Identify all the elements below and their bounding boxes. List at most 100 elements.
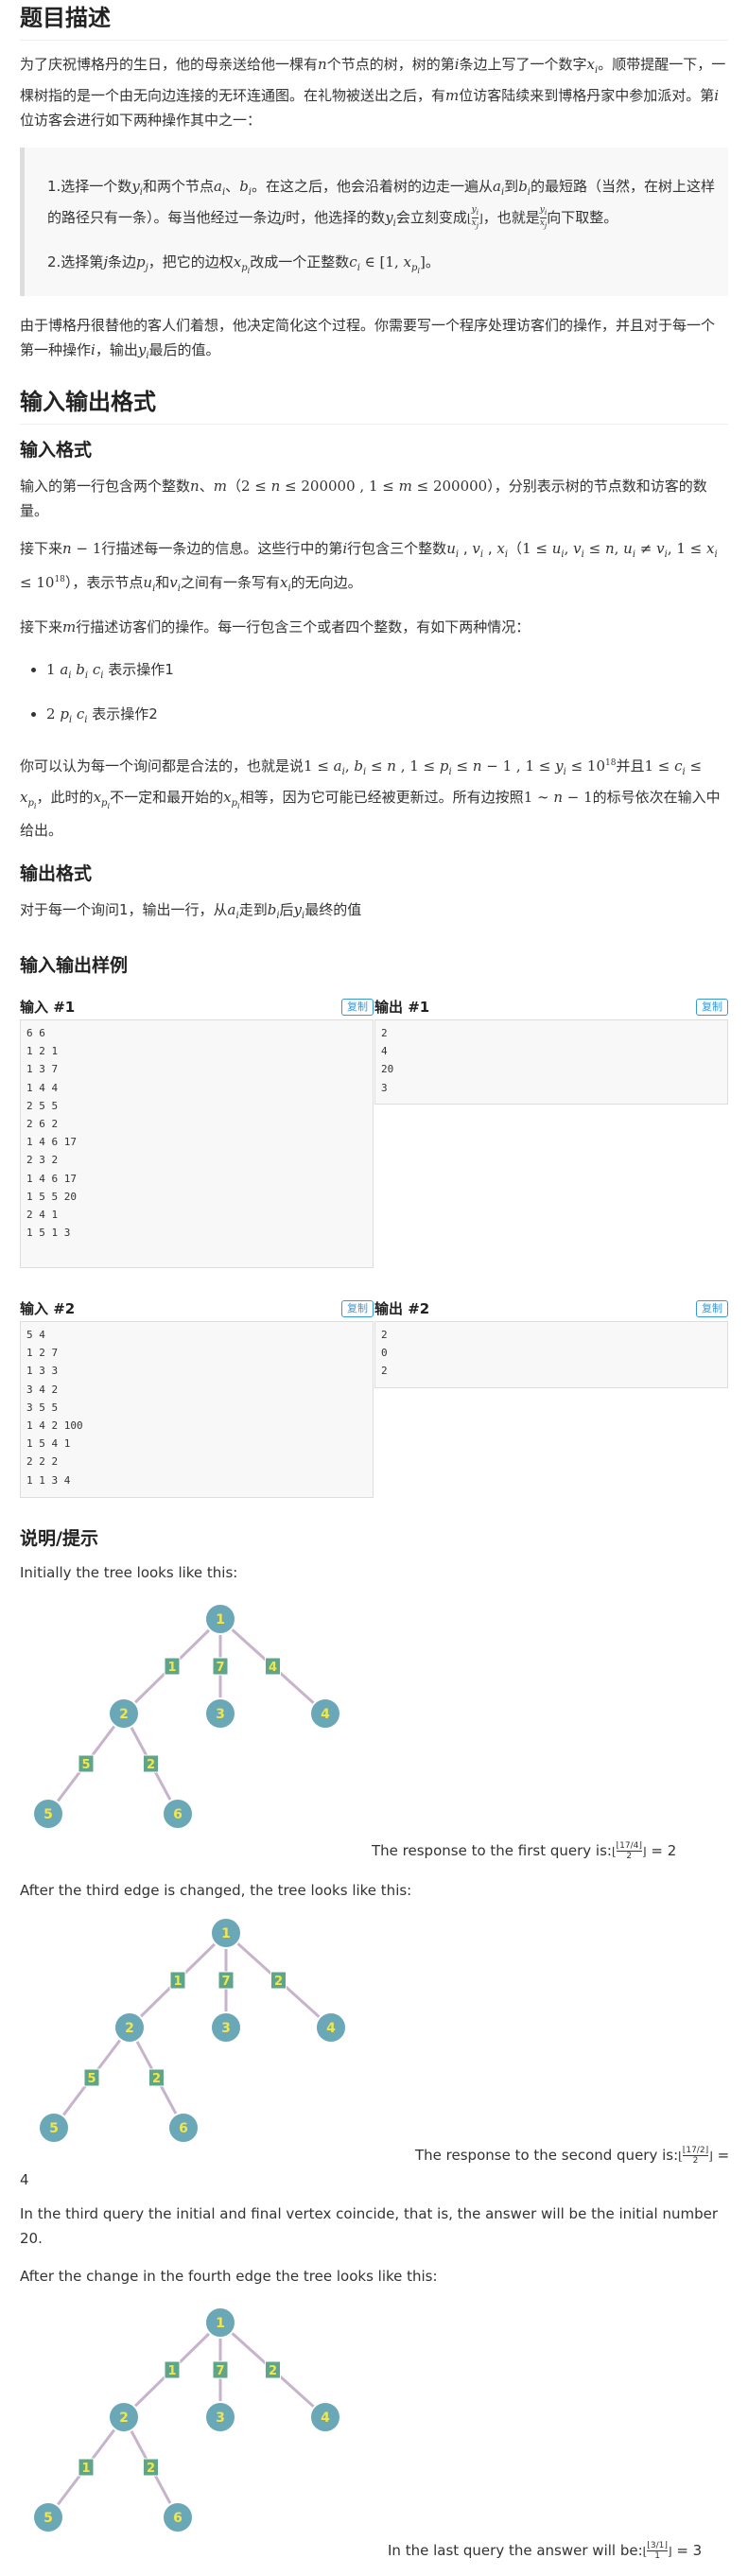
code-line: 1 3 7 bbox=[26, 1063, 59, 1076]
list-item: 1 ai bi ci 表示操作1 bbox=[46, 651, 728, 695]
hint-text-2: After the third edge is changed, the tre… bbox=[20, 1882, 412, 1899]
svg-text:5: 5 bbox=[43, 1807, 53, 1822]
tree-diagram: 1 7 2 1 2 1 2 3 4 5 6 bbox=[32, 2306, 341, 2533]
code-line: 2 bbox=[381, 1027, 388, 1039]
svg-text:1: 1 bbox=[167, 2364, 176, 2378]
svg-text:4: 4 bbox=[321, 1707, 330, 1722]
svg-text:4: 4 bbox=[321, 2411, 330, 2426]
description-paragraph-1: 为了庆祝博格丹的生日，他的母亲送给他一棵有n个节点的树，树的第i条边上写了一个数… bbox=[20, 56, 726, 129]
svg-text:1: 1 bbox=[221, 1926, 231, 1941]
code-line: 3 4 2 bbox=[26, 1383, 59, 1396]
svg-text:3: 3 bbox=[216, 1707, 225, 1722]
svg-text:5: 5 bbox=[81, 1758, 90, 1772]
edge-weight-label: 7 bbox=[212, 2360, 229, 2379]
tree-node: 2 bbox=[113, 2011, 146, 2044]
svg-text:2: 2 bbox=[125, 2021, 134, 2036]
svg-text:2: 2 bbox=[274, 1975, 283, 1989]
code-line: 6 6 bbox=[26, 1027, 45, 1039]
tree-node: 5 bbox=[32, 1798, 64, 1830]
code-line: 1 4 6 17 bbox=[26, 1172, 77, 1185]
edge-weight-label: 5 bbox=[83, 2068, 100, 2087]
svg-text:1: 1 bbox=[173, 1975, 182, 1989]
code-line: 20 bbox=[381, 1063, 394, 1076]
problem-description-heading: 题目描述 bbox=[20, 0, 728, 41]
svg-text:3: 3 bbox=[221, 2021, 231, 2036]
input-format-paragraph-4: 你可以认为每一个询问都是合法的，也就是说1 ≤ ai, bi ≤ n , 1 ≤… bbox=[20, 757, 721, 839]
svg-text:5: 5 bbox=[43, 2511, 53, 2526]
tree-node: 1 bbox=[204, 1603, 236, 1635]
svg-text:6: 6 bbox=[173, 2511, 183, 2526]
io-format-heading: 输入输出格式 bbox=[20, 386, 728, 425]
operation-type-list: 1 ai bi ci 表示操作1 2 pi ci 表示操作2 bbox=[20, 651, 728, 740]
tree-node: 4 bbox=[315, 2011, 347, 2044]
edge-weight-label: 1 bbox=[164, 2360, 181, 2379]
svg-text:5: 5 bbox=[87, 2072, 96, 2086]
output-format-paragraph: 对于每一个询问1，输出一行，从ai走到bi后yi最终的值 bbox=[20, 901, 362, 921]
edge-weight-label: 1 bbox=[78, 2458, 95, 2477]
description-paragraph-2: 由于博格丹很替他的客人们着想，他决定简化这个过程。你需要写一个程序处理访客们的操… bbox=[20, 317, 716, 361]
tree-node: 6 bbox=[162, 2501, 194, 2533]
svg-text:1: 1 bbox=[216, 1612, 225, 1627]
sample-1-input-label: 输入 #1 bbox=[20, 999, 76, 1016]
svg-text:2: 2 bbox=[152, 2072, 161, 2086]
svg-text:3: 3 bbox=[216, 2411, 225, 2426]
edge-weight-label: 2 bbox=[265, 2360, 281, 2379]
svg-text:2: 2 bbox=[269, 2364, 277, 2378]
copy-button[interactable]: 复制 bbox=[341, 1300, 374, 1317]
code-line: 3 bbox=[381, 1081, 388, 1094]
operation-2-text: 2.选择第j条边pj，把它的边权xpi改成一个正整数ci ∈ [1, xpi]。 bbox=[47, 253, 440, 275]
svg-text:4: 4 bbox=[269, 1661, 277, 1675]
response-4: In the last query the answer will be:⌊⌊3… bbox=[388, 2541, 703, 2561]
tree-node: 4 bbox=[309, 2401, 341, 2433]
output-format-heading: 输出格式 bbox=[20, 863, 93, 884]
code-line: 2 bbox=[381, 1365, 388, 1378]
svg-text:2: 2 bbox=[119, 2411, 129, 2426]
edge-weight-label: 7 bbox=[217, 1971, 235, 1990]
response-2: The response to the second query is:⌊⌊17… bbox=[415, 2146, 730, 2166]
input-format-paragraph-3: 接下来m行描述访客们的操作。每一行包含三个或者四个整数，有如下两种情况： bbox=[20, 618, 531, 635]
tree-diagram: 1 7 2 5 2 1 2 3 4 5 6 bbox=[38, 1917, 347, 2144]
code-line: 1 4 4 bbox=[26, 1081, 59, 1094]
svg-text:7: 7 bbox=[221, 1975, 230, 1989]
code-line: 1 4 6 17 bbox=[26, 1136, 77, 1149]
edge-weight-label: 2 bbox=[143, 2458, 159, 2477]
copy-button[interactable]: 复制 bbox=[696, 1300, 728, 1317]
tree-node: 3 bbox=[204, 1697, 236, 1730]
edge-weight-label: 1 bbox=[169, 1971, 186, 1990]
tree-node: 5 bbox=[38, 2112, 70, 2144]
code-line: 2 3 2 bbox=[26, 1154, 59, 1167]
list-item: 2 pi ci 表示操作2 bbox=[46, 695, 728, 740]
svg-text:7: 7 bbox=[216, 2364, 224, 2378]
copy-button[interactable]: 复制 bbox=[696, 999, 728, 1016]
svg-text:6: 6 bbox=[173, 1807, 183, 1822]
edge-weight-label: 2 bbox=[148, 2068, 165, 2087]
svg-text:1: 1 bbox=[167, 1661, 176, 1675]
edge-weight-label: 5 bbox=[78, 1754, 95, 1773]
code-line: 2 4 1 bbox=[26, 1209, 59, 1222]
svg-text:6: 6 bbox=[179, 2121, 188, 2136]
hint-text-3: In the third query the initial and final… bbox=[20, 2205, 719, 2247]
svg-text:4: 4 bbox=[326, 2021, 336, 2036]
tree-figure-3: 1 7 2 1 2 1 2 3 4 5 6 In the last query the answer… bbox=[20, 2289, 728, 2568]
code-line: 1 3 3 bbox=[26, 1365, 59, 1378]
operations-quote: 1.选择一个数yi和两个节点ai、bi。在这之后，他会沿着树的边走一遍从ai到b… bbox=[20, 148, 728, 296]
tree-node: 1 bbox=[204, 2306, 236, 2339]
sample-1-output-label: 输出 #1 bbox=[374, 999, 430, 1016]
edge-weight-label: 2 bbox=[143, 1754, 159, 1773]
tree-node: 3 bbox=[204, 2401, 236, 2433]
hint-text-4: After the change in the fourth edge the … bbox=[20, 2268, 438, 2285]
edge-weight-label: 2 bbox=[270, 1971, 287, 1990]
code-line: 1 1 3 4 bbox=[26, 1473, 71, 1487]
code-line: 1 2 7 bbox=[26, 1347, 59, 1360]
code-line: 2 2 2 bbox=[26, 1455, 59, 1469]
copy-button[interactable]: 复制 bbox=[341, 999, 374, 1016]
code-line: 0 bbox=[381, 1347, 388, 1360]
tree-node: 4 bbox=[309, 1697, 341, 1730]
hint-text-1: Initially the tree looks like this: bbox=[20, 1564, 238, 1581]
